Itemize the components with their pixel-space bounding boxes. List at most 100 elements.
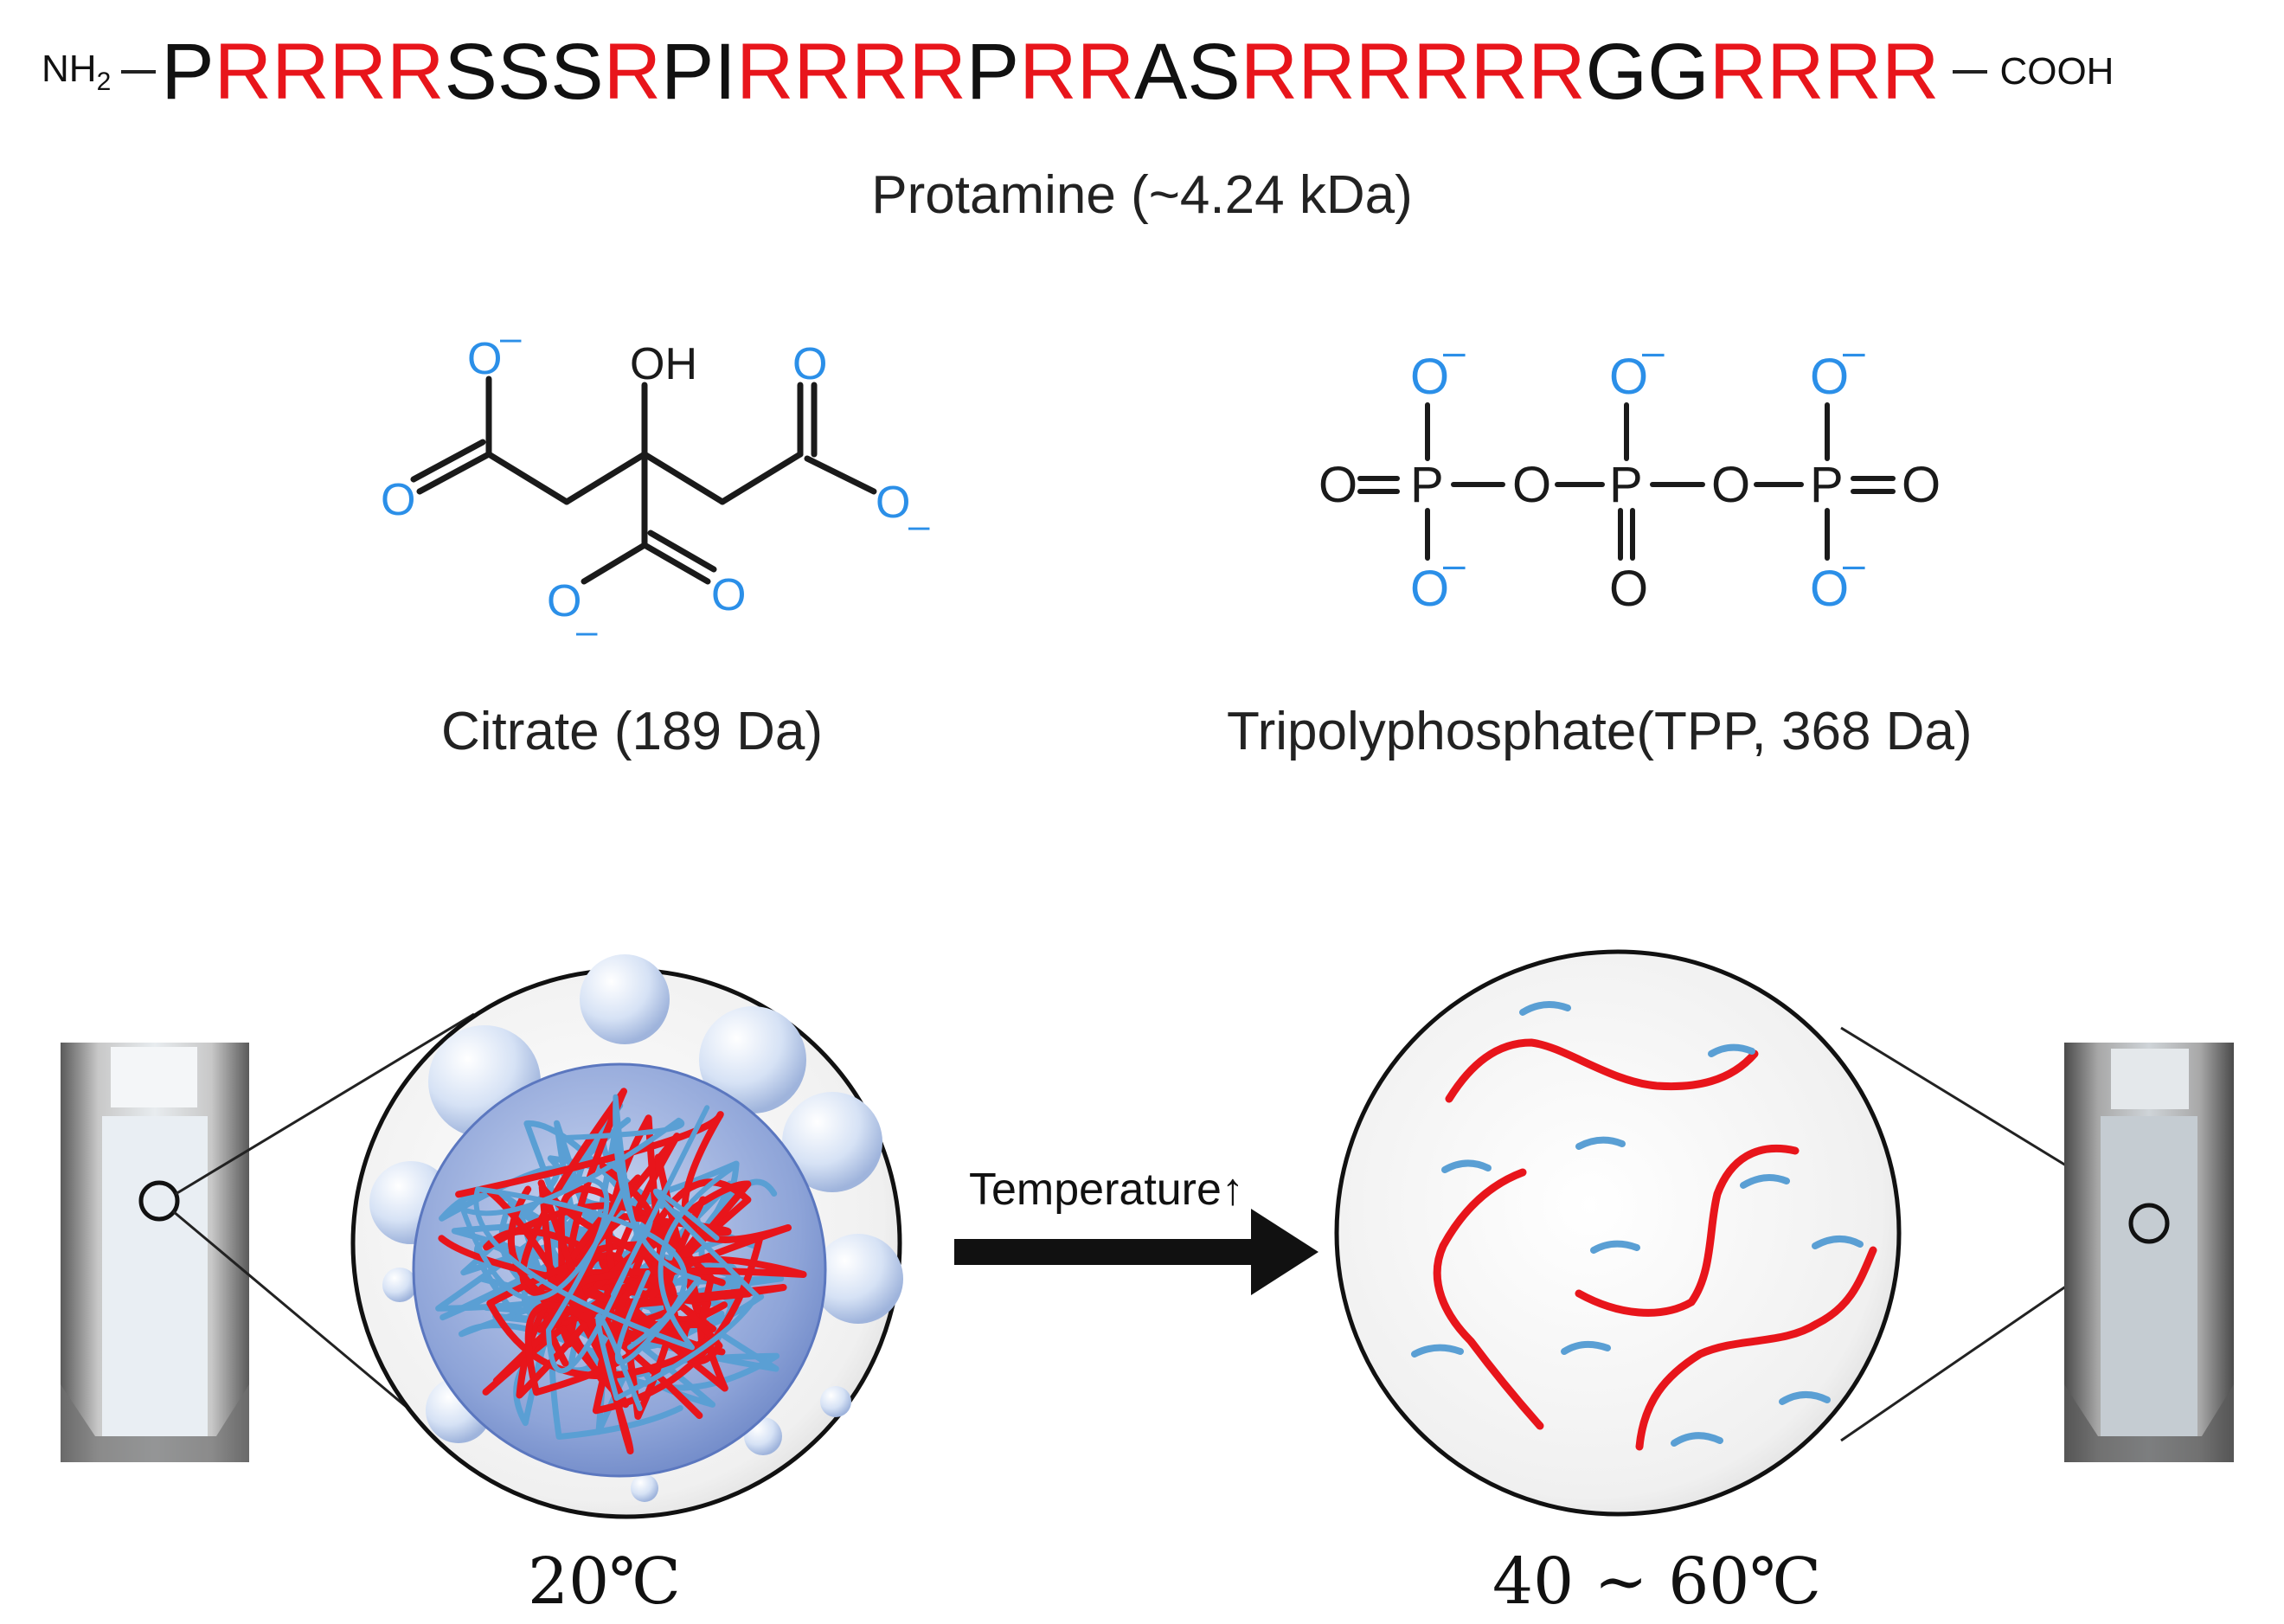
residue: P bbox=[661, 27, 715, 116]
protamine-chain bbox=[1635, 1246, 1877, 1451]
tpp-minus-2: – bbox=[1642, 329, 1665, 374]
anion-fragment bbox=[1590, 1240, 1640, 1254]
residue: P bbox=[966, 27, 1020, 116]
tpp-p-3: P bbox=[1810, 457, 1844, 513]
anion-chain bbox=[595, 1188, 760, 1411]
c-ch2-left-bond bbox=[563, 451, 648, 505]
anion-fragment bbox=[1671, 1432, 1723, 1447]
residue: R bbox=[272, 27, 330, 116]
residue: S bbox=[444, 27, 497, 116]
temperature-left: 20℃ bbox=[528, 1544, 681, 1619]
protamine-chain bbox=[1445, 1038, 1759, 1103]
residue: S bbox=[550, 27, 604, 116]
citrate-o-4: O bbox=[876, 478, 910, 528]
citrate-minus-5: – bbox=[576, 610, 598, 652]
protamine-chain bbox=[1575, 1144, 1800, 1317]
tpp-o-minus-4: O bbox=[1410, 561, 1449, 617]
residue: R bbox=[329, 27, 387, 116]
coacervate-view bbox=[350, 954, 903, 1519]
tpp-o-bridge-2: O bbox=[1711, 457, 1750, 513]
sample-marker-right bbox=[2128, 1203, 2170, 1244]
tpp-minus-4: – bbox=[1443, 542, 1466, 587]
tpp-o-double-bottom: O bbox=[1609, 561, 1648, 617]
c-o-double-bottom-b bbox=[647, 530, 717, 573]
residue: S bbox=[497, 27, 551, 116]
ch2-cooh-right-bond bbox=[719, 451, 804, 505]
c-o-double-left-b bbox=[410, 439, 486, 483]
temperature-right: 40 ~ 60℃ bbox=[1492, 1544, 1822, 1619]
citrate-o-5: O bbox=[547, 576, 581, 626]
residue: R bbox=[908, 27, 966, 116]
residue: R bbox=[1355, 27, 1414, 116]
residue: R bbox=[1882, 27, 1940, 116]
residue: R bbox=[1824, 27, 1882, 116]
citrate-atoms: OH O – O O O – O – O bbox=[381, 317, 930, 652]
anion-fragment bbox=[1519, 1001, 1571, 1016]
residue: P bbox=[161, 27, 215, 116]
tpp-o-minus-3: O bbox=[1810, 349, 1849, 405]
residue: R bbox=[603, 27, 662, 116]
tpp-o-bridge-1: O bbox=[1512, 457, 1551, 513]
protamine-chain bbox=[492, 1180, 787, 1384]
anion-chain bbox=[451, 1120, 725, 1351]
amino-acid-sequence: PRRRRSSSRPIRRRRPRRASRRRRRRGGRRRR bbox=[161, 27, 1939, 118]
tpp-o-minus-1: O bbox=[1410, 349, 1449, 405]
residue: R bbox=[1413, 27, 1471, 116]
tpp-o-right: O bbox=[1902, 457, 1941, 513]
anion-fragments bbox=[1411, 1001, 1864, 1447]
protamine-chain bbox=[524, 1179, 807, 1454]
temperature-label: Temperature↑ bbox=[969, 1165, 1244, 1215]
citrate-o-3: O bbox=[792, 339, 827, 389]
tpp-structure bbox=[1357, 402, 1896, 561]
tpp-label: Tripolyphosphate(TPP, 368 Da) bbox=[1227, 702, 1973, 761]
tpp-o-minus-2: O bbox=[1609, 349, 1648, 405]
anion-fragment bbox=[1575, 1136, 1626, 1150]
citrate-structure bbox=[410, 376, 877, 585]
residue: R bbox=[850, 27, 909, 116]
citrate-label: Citrate (189 Da) bbox=[441, 702, 824, 761]
residue: R bbox=[735, 27, 794, 116]
residue: A bbox=[1134, 27, 1188, 116]
anion-fragment bbox=[1812, 1236, 1864, 1249]
anion-fragment bbox=[1708, 1043, 1755, 1057]
citrate-oh: OH bbox=[630, 339, 697, 389]
anion-fragment bbox=[1779, 1391, 1831, 1405]
sample-marker-left bbox=[138, 1180, 180, 1222]
n-terminal-bond bbox=[121, 70, 157, 74]
cuvette-left bbox=[61, 1043, 249, 1462]
citrate-o-2: O bbox=[381, 475, 415, 525]
anion-fragment bbox=[1441, 1159, 1492, 1173]
protamine-chain bbox=[1433, 1168, 1544, 1430]
residue: R bbox=[1767, 27, 1825, 116]
cuvette-right bbox=[2064, 1043, 2234, 1462]
residue: R bbox=[1298, 27, 1356, 116]
residue: R bbox=[1240, 27, 1299, 116]
c-o-minus-right-bond bbox=[804, 455, 877, 495]
zoom-line-left-top bbox=[175, 1012, 475, 1196]
residue: R bbox=[386, 27, 445, 116]
anion-chain bbox=[546, 1105, 710, 1374]
dissolved-view bbox=[1334, 949, 1902, 1517]
tpp-o-left: O bbox=[1318, 457, 1357, 513]
c-terminus: COOH bbox=[1999, 50, 2114, 93]
ch2-cooh-left-bond bbox=[485, 451, 570, 505]
c-o-double-left-a bbox=[416, 451, 492, 495]
c-o-double-bottom-a bbox=[641, 542, 711, 585]
citrate-o-1: O bbox=[467, 334, 502, 384]
anion-chain bbox=[473, 1165, 735, 1351]
residue: R bbox=[1709, 27, 1768, 116]
tpp-p-1: P bbox=[1410, 457, 1444, 513]
tangled-chains bbox=[435, 1088, 807, 1454]
anion-fragment bbox=[1740, 1174, 1790, 1189]
n-terminus: NH2 bbox=[42, 47, 112, 96]
citrate-minus-1: – bbox=[500, 317, 522, 359]
protamine-chains bbox=[1433, 1038, 1877, 1451]
tpp-minus-5: – bbox=[1843, 542, 1865, 587]
residue: R bbox=[1019, 27, 1077, 116]
anion-fragment bbox=[1561, 1340, 1611, 1355]
anion-chain bbox=[460, 1117, 685, 1301]
residue: R bbox=[214, 27, 273, 116]
c-ch2-right-bond bbox=[641, 451, 726, 505]
